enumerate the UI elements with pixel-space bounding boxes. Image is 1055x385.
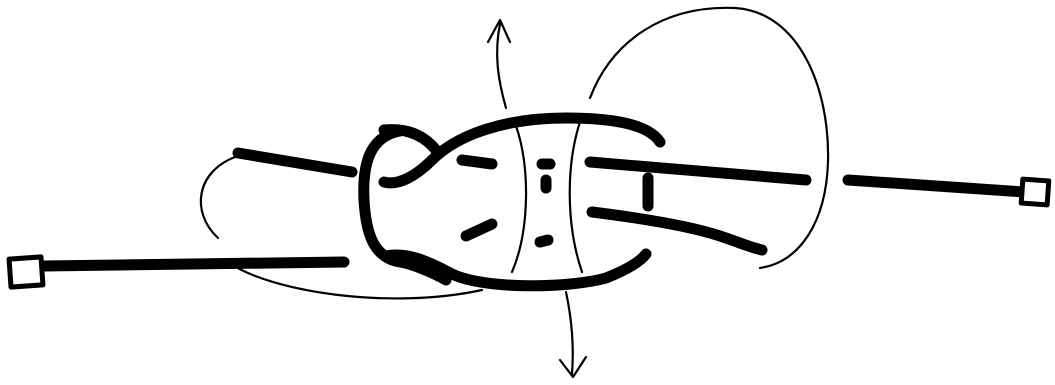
inner-strand-right [570, 122, 582, 272]
hidden-strand-lower-1 [466, 224, 492, 236]
rope-right-upper [590, 162, 806, 180]
down-arrow-shaft [566, 292, 573, 374]
rope-left-upper [238, 153, 352, 172]
rope-right-end [848, 180, 1024, 192]
left-rope-end-cap [9, 257, 43, 287]
inner-strand-left [512, 126, 526, 272]
thin-left-loop [201, 156, 238, 238]
rope-left-lower [44, 262, 344, 266]
rope-right-lower [592, 212, 762, 250]
hidden-strand-lower-2 [540, 240, 548, 242]
rope-top-small-arc [384, 130, 436, 150]
hidden-strand-upper-1 [462, 160, 492, 164]
up-arrow-shaft [497, 24, 506, 108]
right-rope-end-cap [1021, 179, 1049, 205]
